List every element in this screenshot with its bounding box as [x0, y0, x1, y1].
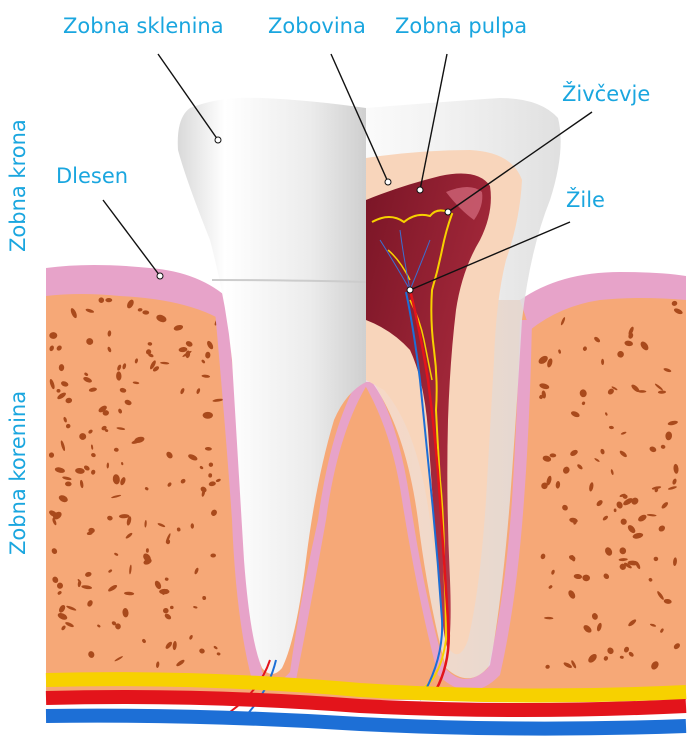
label-gum: Dlesen [56, 166, 128, 187]
leader-dot-nerves [445, 209, 451, 215]
leader-gum [103, 200, 160, 276]
bone-pore [166, 539, 170, 544]
leader-dot-dentin [385, 179, 391, 185]
leader-dot-pulp [417, 187, 423, 193]
label-root: Zobna korenina [8, 391, 29, 555]
bone-pore [203, 412, 213, 419]
bone-pore [105, 298, 112, 302]
label-enamel: Zobna sklenina [63, 16, 224, 37]
label-vessels: Žile [566, 190, 605, 211]
label-dentin: Zobovina [268, 16, 366, 37]
leader-dot-enamel [215, 137, 221, 143]
vein-bundle [46, 716, 686, 729]
label-nerves: Živčevje [562, 84, 650, 105]
leader-dot-vessels [407, 287, 413, 293]
label-pulp: Zobna pulpa [395, 16, 527, 37]
leader-dot-gum [157, 273, 163, 279]
label-crown: Zobna krona [8, 119, 29, 252]
